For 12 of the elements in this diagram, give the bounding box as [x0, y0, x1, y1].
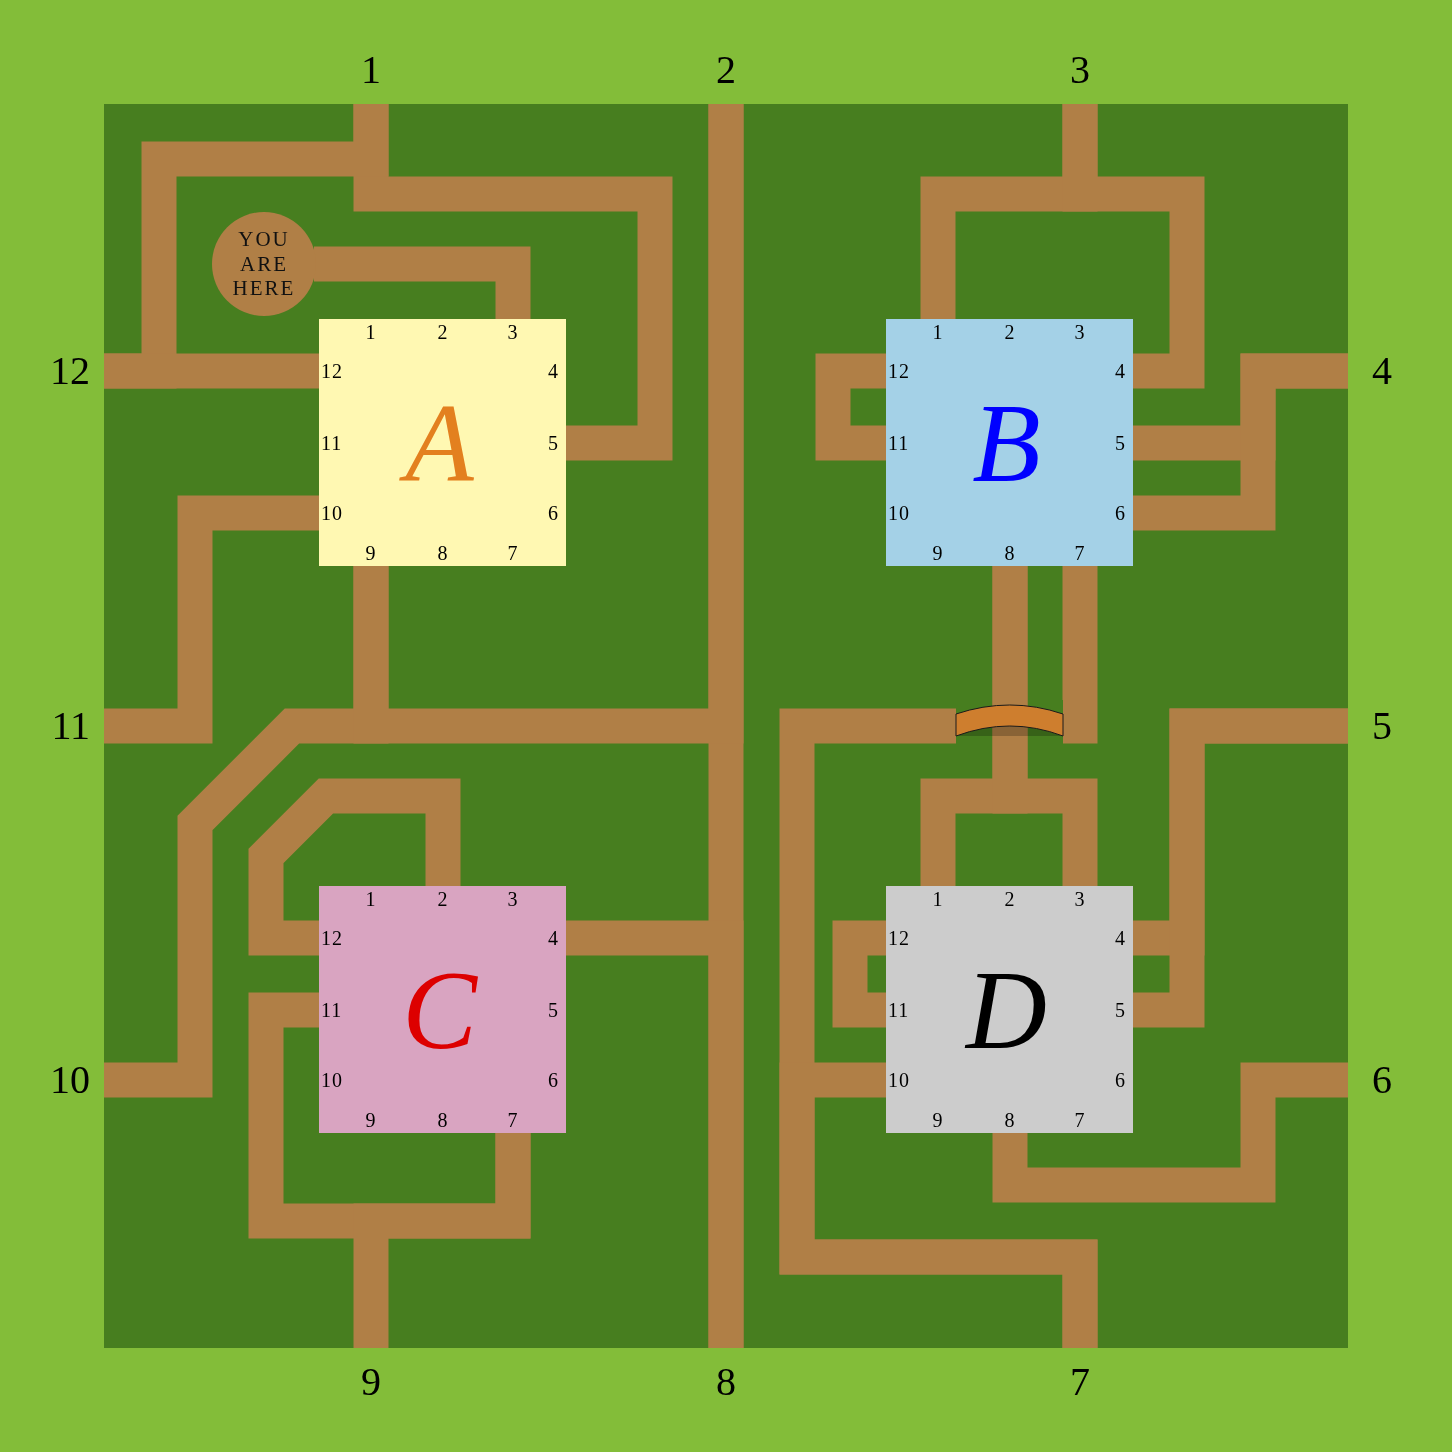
exit-number: 9: [351, 1348, 391, 1408]
exit-number: 7: [1060, 1348, 1100, 1408]
exit-number: 1: [351, 44, 391, 104]
exit-number: 8: [706, 1348, 746, 1408]
exit-number: 11: [40, 700, 104, 752]
exit-number: 6: [1348, 1054, 1412, 1106]
exit-number: 12: [40, 345, 104, 397]
exit-number: 10: [40, 1054, 104, 1106]
exit-number: 4: [1348, 345, 1412, 397]
exit-number: 3: [1060, 44, 1100, 104]
exit-number: 5: [1348, 700, 1412, 752]
exit-number: 2: [706, 44, 746, 104]
